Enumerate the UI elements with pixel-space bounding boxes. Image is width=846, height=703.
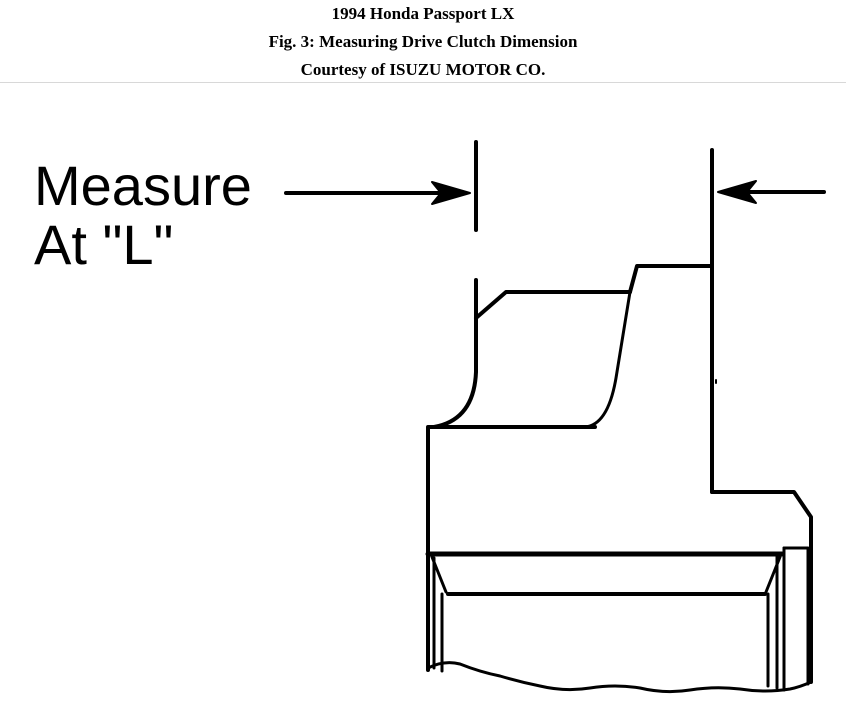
figure-credit: Courtesy of ISUZU MOTOR CO. [300,60,546,79]
right-measure-arrowhead [717,180,757,204]
right-step-contour [710,490,813,684]
callout-at-l-label: At "L" [34,213,173,276]
vehicle-title: 1994 Honda Passport LX [331,4,515,23]
upper-land-edge [628,264,714,294]
left-measure-arrowhead [431,181,471,205]
right-end-cap [782,546,810,686]
figure-caption: Fig. 3: Measuring Drive Clutch Dimension [268,32,578,51]
inner-taper-curve [583,290,632,429]
figure-header: 1994 Honda Passport LX Fig. 3: Measuring… [0,0,846,83]
cutaway-break-line [426,661,813,694]
chamfer-top-edge [474,290,632,320]
callout-measure-label: Measure [34,154,252,217]
